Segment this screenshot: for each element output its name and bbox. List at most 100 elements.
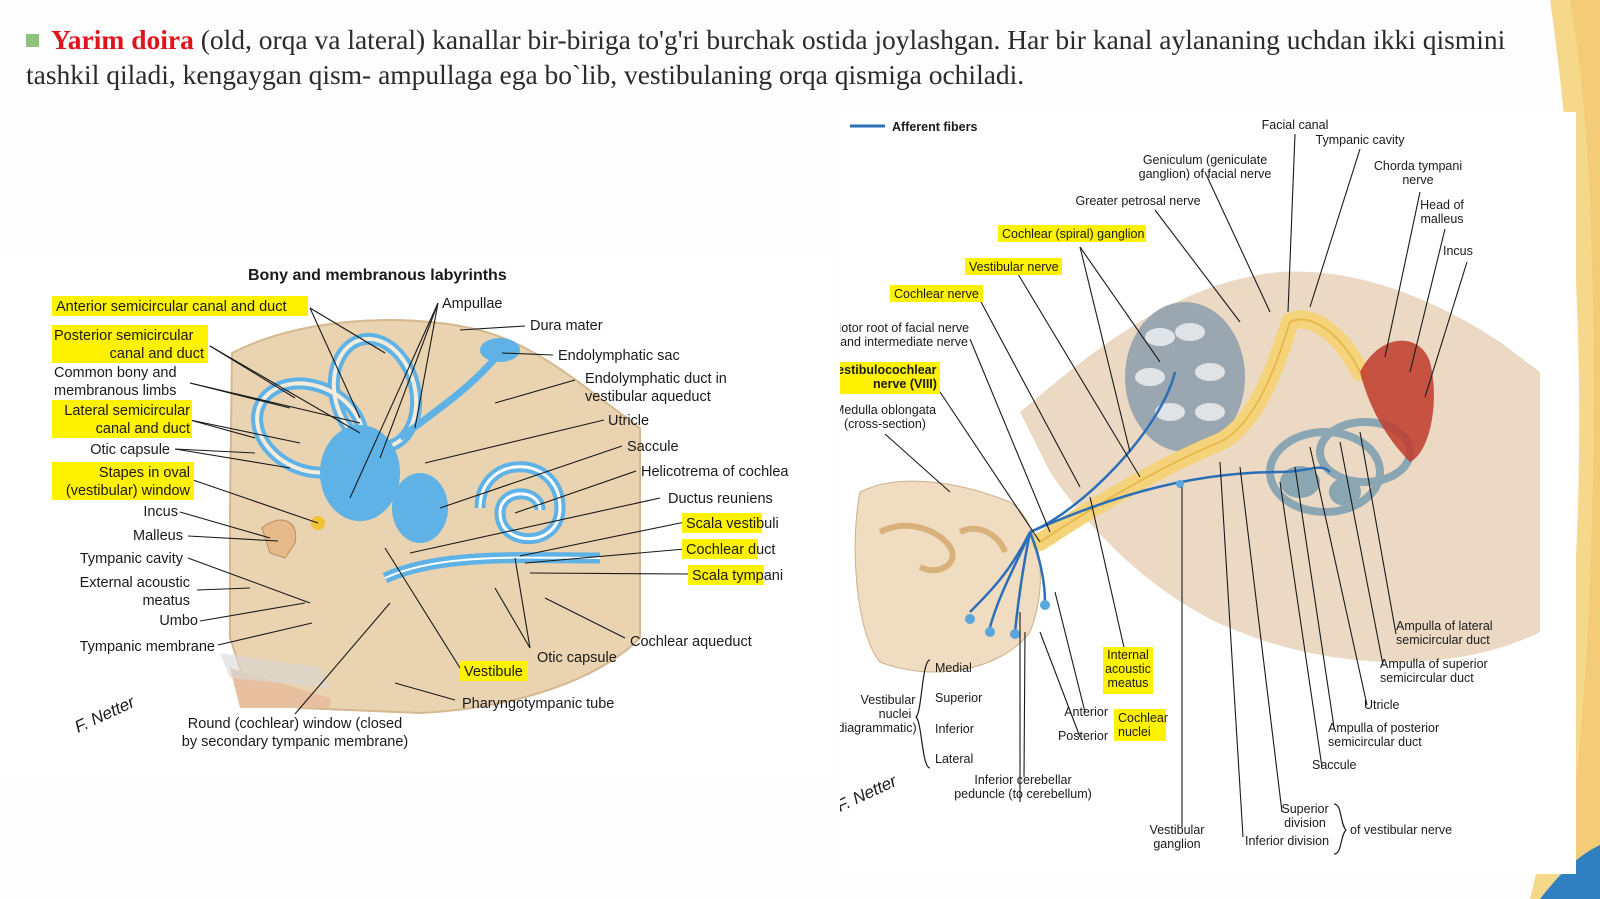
label-stapes-1: Stapes in oval xyxy=(99,465,190,481)
label-tympanic-cavity: Tympanic cavity xyxy=(80,551,184,567)
leader-lines-right xyxy=(884,133,1468,838)
label-tympanic-cavity-r: Tympanic cavity xyxy=(1316,133,1406,147)
label-vestibular-nuclei-3: (diagrammatic) xyxy=(840,721,917,735)
label-vestibular-nerve: Vestibular nerve xyxy=(969,260,1059,274)
label-motor-root-2: and intermediate nerve xyxy=(840,335,968,349)
label-tympanic-membrane: Tympanic membrane xyxy=(80,639,215,655)
label-medulla-2: (cross-section) xyxy=(844,417,926,431)
label-vestibular-nuclei-2: nuclei xyxy=(879,707,912,721)
labyrinth-illustration: Bony and membranous labyrinths xyxy=(52,267,789,750)
label-facial-canal: Facial canal xyxy=(1262,118,1329,132)
label-vestibular-ganglion-2: ganglion xyxy=(1153,837,1200,851)
label-posterior-canal-2: canal and duct xyxy=(110,346,204,362)
label-round-window-2: by secondary tympanic membrane) xyxy=(182,734,408,750)
label-vestibulocochlear-1: Vestibulocochlear xyxy=(840,363,937,377)
label-common-limbs-2: membranous limbs xyxy=(54,383,177,399)
label-utricle-r: Utricle xyxy=(1364,698,1399,712)
label-inferior: Inferior xyxy=(935,722,974,736)
label-external-meatus-1: External acoustic xyxy=(80,575,190,591)
label-helicotrema: Helicotrema of cochlea xyxy=(641,464,789,480)
label-head-malleus-2: malleus xyxy=(1420,212,1463,226)
label-of-vestibular-nerve: of vestibular nerve xyxy=(1350,823,1452,837)
label-lateral-canal-1: Lateral semicircular xyxy=(64,403,190,419)
label-anterior-canal: Anterior semicircular canal and duct xyxy=(56,299,287,315)
label-cochlear-nuclei-2: nuclei xyxy=(1118,725,1151,739)
label-ampulla-posterior-2: semicircular duct xyxy=(1328,735,1422,749)
label-lateral: Lateral xyxy=(935,752,973,766)
label-motor-root-1: Motor root of facial nerve xyxy=(840,321,969,335)
label-cochlear-duct: Cochlear duct xyxy=(686,542,775,558)
label-vestibule: Vestibule xyxy=(464,664,523,680)
label-ampullae: Ampullae xyxy=(442,296,502,312)
slide-heading: Yarim doira (old, orqa va lateral) kanal… xyxy=(26,22,1551,92)
label-sup-division-1: Superior xyxy=(1281,802,1328,816)
label-incus-r: Incus xyxy=(1443,244,1473,258)
label-external-meatus-2: meatus xyxy=(142,593,190,609)
label-inf-division: Inferior division xyxy=(1245,834,1329,848)
label-posterior-canal-1: Posterior semicircular xyxy=(54,328,194,344)
label-internal-meatus-2: acoustic xyxy=(1105,662,1151,676)
label-geniculum-1: Geniculum (geniculate xyxy=(1143,153,1267,167)
heading-highlight: Yarim doira xyxy=(51,24,194,55)
label-otic-capsule: Otic capsule xyxy=(90,442,170,458)
label-incus: Incus xyxy=(143,504,178,520)
label-cochlear-nerve: Cochlear nerve xyxy=(894,287,979,301)
label-umbo: Umbo xyxy=(159,613,198,629)
label-round-window-1: Round (cochlear) window (closed xyxy=(188,716,402,732)
label-posterior: Posterior xyxy=(1058,729,1108,743)
label-sup-division-2: division xyxy=(1284,816,1326,830)
label-anterior: Anterior xyxy=(1064,705,1108,719)
label-stapes-2: (vestibular) window xyxy=(66,483,191,499)
label-vestibulocochlear-2: nerve (VIII) xyxy=(873,377,937,391)
label-pharyngotympanic: Pharyngotympanic tube xyxy=(462,696,614,712)
label-dura-mater: Dura mater xyxy=(530,318,603,334)
label-saccule: Saccule xyxy=(627,439,679,455)
label-ampulla-superior-2: semicircular duct xyxy=(1380,671,1474,685)
label-chorda-1: Chorda tympani xyxy=(1374,159,1462,173)
label-medulla-1: Medulla oblongata xyxy=(840,403,936,417)
label-scala-vestibuli: Scala vestibuli xyxy=(686,516,779,532)
heading-text: (old, orqa va lateral) kanallar bir-biri… xyxy=(26,24,1506,90)
legend-afferent-fibers: Afferent fibers xyxy=(892,120,977,134)
label-ampulla-posterior-1: Ampulla of posterior xyxy=(1328,721,1439,735)
label-otic-capsule-2: Otic capsule xyxy=(537,650,617,666)
label-inf-cerebellar-2: peduncle (to cerebellum) xyxy=(954,787,1092,801)
bony-membranous-labyrinth-figure: Bony and membranous labyrinths xyxy=(0,258,832,774)
nerve-illustration: Afferent fibers Facial canal T xyxy=(826,118,1540,855)
label-malleus: Malleus xyxy=(133,528,183,544)
label-utricle: Utricle xyxy=(608,413,649,429)
label-medial: Medial xyxy=(935,661,972,675)
label-vestibular-ganglion-1: Vestibular xyxy=(1150,823,1205,837)
netter-signature-right: F. Netter xyxy=(840,771,901,816)
vestibulocochlear-nerve-figure: Afferent fibers Facial canal T xyxy=(826,112,1576,874)
label-ampulla-lateral-1: Ampulla of lateral xyxy=(1396,619,1493,633)
figure-title: Bony and membranous labyrinths xyxy=(248,267,507,284)
label-lateral-canal-2: canal and duct xyxy=(96,421,190,437)
label-saccule-r: Saccule xyxy=(1312,758,1357,772)
label-ductus-reuniens: Ductus reuniens xyxy=(668,491,773,507)
netter-signature: F. Netter xyxy=(72,692,139,737)
division-brace xyxy=(1333,803,1347,855)
label-internal-meatus-1: Internal xyxy=(1107,648,1149,662)
leader-lines-left xyxy=(174,302,691,715)
label-head-malleus-1: Head of xyxy=(1420,198,1464,212)
label-vestibular-nuclei-1: Vestibular xyxy=(861,693,916,707)
label-chorda-2: nerve xyxy=(1402,173,1433,187)
label-endolymphatic-sac: Endolymphatic sac xyxy=(558,348,680,364)
label-cochlear-aqueduct: Cochlear aqueduct xyxy=(630,634,752,650)
label-greater-petrosal: Greater petrosal nerve xyxy=(1075,194,1200,208)
label-superior: Superior xyxy=(935,691,982,705)
label-endolymphatic-duct-2: vestibular aqueduct xyxy=(585,389,711,405)
label-common-limbs-1: Common bony and xyxy=(54,365,177,381)
bullet-icon xyxy=(26,34,39,47)
label-ampulla-lateral-2: semicircular duct xyxy=(1396,633,1490,647)
label-cochlear-ganglion: Cochlear (spiral) ganglion xyxy=(1002,227,1144,241)
label-ampulla-superior-1: Ampulla of superior xyxy=(1380,657,1488,671)
label-cochlear-nuclei-1: Cochlear xyxy=(1118,711,1168,725)
label-endolymphatic-duct-1: Endolymphatic duct in xyxy=(585,371,727,387)
label-inf-cerebellar-1: Inferior cerebellar xyxy=(974,773,1071,787)
vestibular-nuclei-brace xyxy=(915,659,931,769)
label-internal-meatus-3: meatus xyxy=(1108,676,1149,690)
label-geniculum-2: ganglion) of facial nerve xyxy=(1139,167,1272,181)
label-scala-tympani: Scala tympani xyxy=(692,568,783,584)
